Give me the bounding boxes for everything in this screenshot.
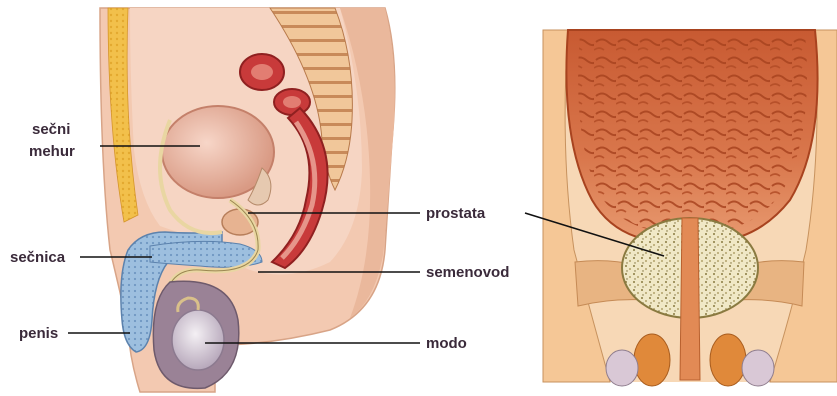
urethra-frontal xyxy=(680,218,700,380)
label-semenovod: semenovod xyxy=(426,264,509,281)
sagittal-section xyxy=(100,8,395,392)
label-secni-mehur-line1: sečni xyxy=(32,121,70,138)
label-penis: penis xyxy=(19,325,58,342)
label-modo: modo xyxy=(426,335,467,352)
testis xyxy=(172,310,224,370)
label-secni-mehur-line2: mehur xyxy=(29,143,75,160)
bladder-wall-texture xyxy=(578,34,807,233)
label-secnica: sečnica xyxy=(10,249,66,266)
frontal-section xyxy=(543,30,837,386)
label-prostata: prostata xyxy=(426,205,486,222)
